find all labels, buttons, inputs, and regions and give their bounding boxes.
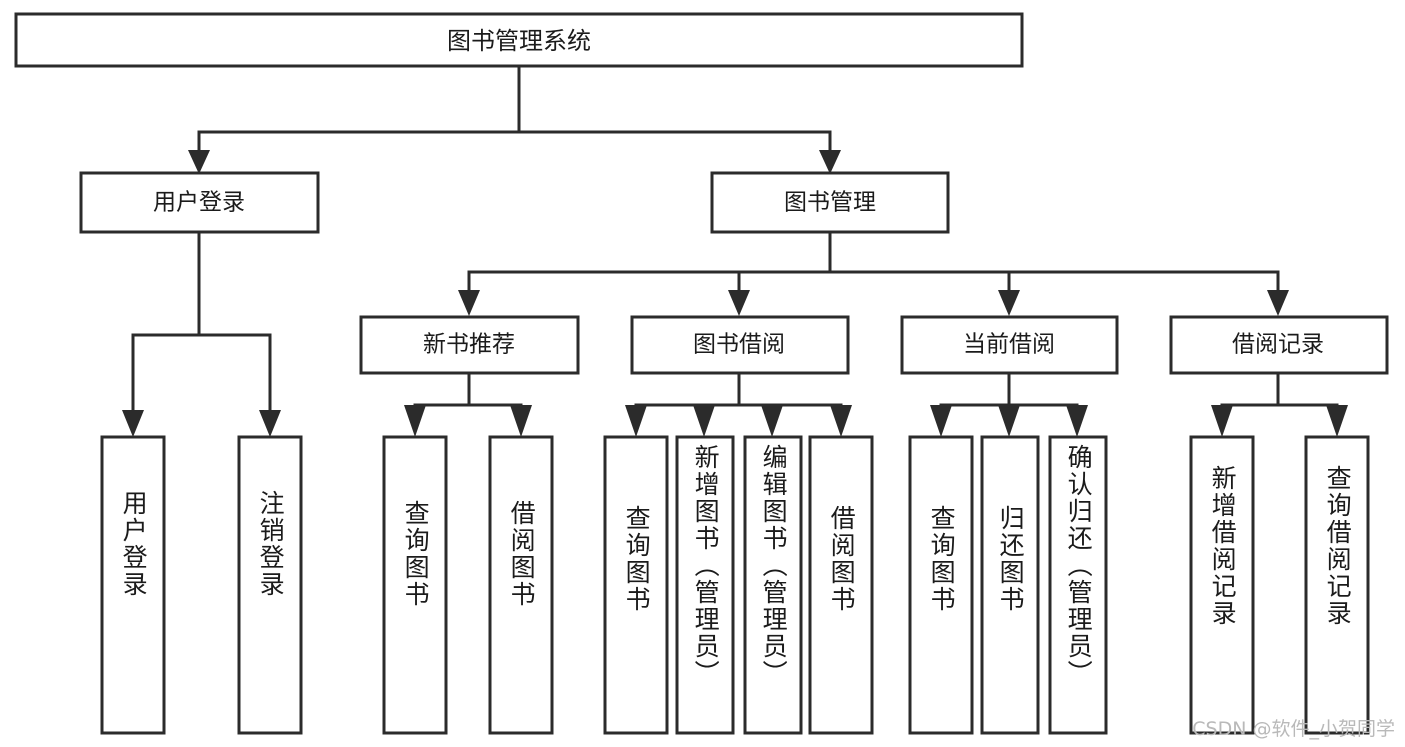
arrowhead-leaf-query-book-2 — [625, 405, 647, 437]
node-current-borrow-box[interactable] — [900, 315, 1119, 375]
node-borrow-record-label: 借阅记录 — [1232, 332, 1324, 358]
arrowhead-leaf-query-record — [1326, 405, 1348, 437]
leaf-box-group — [100, 435, 1370, 735]
arrowhead-book-borrow — [728, 290, 750, 316]
node-root-box[interactable] — [14, 12, 1024, 68]
leaf-box-logout-login[interactable] — [237, 435, 303, 735]
node-borrow-record[interactable]: 借阅记录 — [1169, 315, 1389, 375]
arrowhead-leaf-edit-book — [761, 405, 783, 437]
node-book-borrow-box[interactable] — [630, 315, 850, 375]
arrowhead-leaf-query-book-1 — [404, 405, 426, 437]
node-book-borrow-label: 图书借阅 — [693, 332, 785, 358]
leaf-box-return-book[interactable] — [980, 435, 1040, 735]
leaf-box-edit-book[interactable] — [743, 435, 803, 735]
node-borrow-record-box[interactable] — [1169, 315, 1389, 375]
leaf-box-confirm-return[interactable] — [1048, 435, 1108, 735]
node-user-login-label: 用户登录 — [153, 190, 245, 216]
node-book-manage-box[interactable] — [710, 171, 950, 234]
arrowhead-leaf-user-login — [122, 410, 144, 437]
node-new-book-recommend-label: 新书推荐 — [423, 332, 515, 358]
node-current-borrow-label: 当前借阅 — [963, 332, 1055, 358]
arrowhead-leaf-add-book — [693, 405, 715, 437]
node-book-manage[interactable]: 图书管理 — [710, 171, 950, 234]
arrowhead-leaf-borrow-book-1 — [510, 405, 532, 437]
leaf-box-query-book-1[interactable] — [382, 435, 448, 735]
node-root-label: 图书管理系统 — [447, 27, 591, 55]
arrowhead-book-manage — [819, 150, 841, 174]
leaf-box-borrow-book-2[interactable] — [808, 435, 874, 735]
arrowhead-leaf-query-book-3 — [930, 405, 952, 437]
leaf-box-query-record[interactable] — [1304, 435, 1370, 735]
leaf-box-query-book-2[interactable] — [603, 435, 669, 735]
arrowhead-current-borrow — [998, 290, 1020, 316]
node-root[interactable]: 图书管理系统 — [14, 12, 1024, 68]
leaf-box-borrow-book-1[interactable] — [488, 435, 554, 735]
node-user-login[interactable]: 用户登录 — [79, 171, 320, 234]
leaf-box-user-login[interactable] — [100, 435, 166, 735]
arrowhead-leaf-logout-login — [259, 410, 281, 437]
arrowhead-leaf-confirm-return — [1066, 405, 1088, 437]
arrowhead-leaf-add-record — [1211, 405, 1233, 437]
node-new-book-recommend[interactable]: 新书推荐 — [359, 315, 580, 375]
leaf-box-add-book[interactable] — [675, 435, 735, 735]
node-user-login-box[interactable] — [79, 171, 320, 234]
arrowhead-new-book-recommend — [458, 290, 480, 316]
node-new-book-recommend-box[interactable] — [359, 315, 580, 375]
csdn-watermark: CSDN @软件_小贺同学 — [1192, 718, 1395, 740]
node-current-borrow[interactable]: 当前借阅 — [900, 315, 1119, 375]
node-book-borrow[interactable]: 图书借阅 — [630, 315, 850, 375]
arrowhead-group — [122, 150, 1348, 437]
arrowhead-user-login — [188, 150, 210, 174]
arrowhead-borrow-record — [1267, 290, 1289, 316]
arrowhead-leaf-borrow-book-2 — [830, 405, 852, 437]
leaf-box-query-book-3[interactable] — [908, 435, 974, 735]
arrowhead-leaf-return-book — [998, 405, 1020, 437]
node-book-manage-label: 图书管理 — [784, 190, 876, 216]
leaf-box-add-record[interactable] — [1189, 435, 1255, 735]
